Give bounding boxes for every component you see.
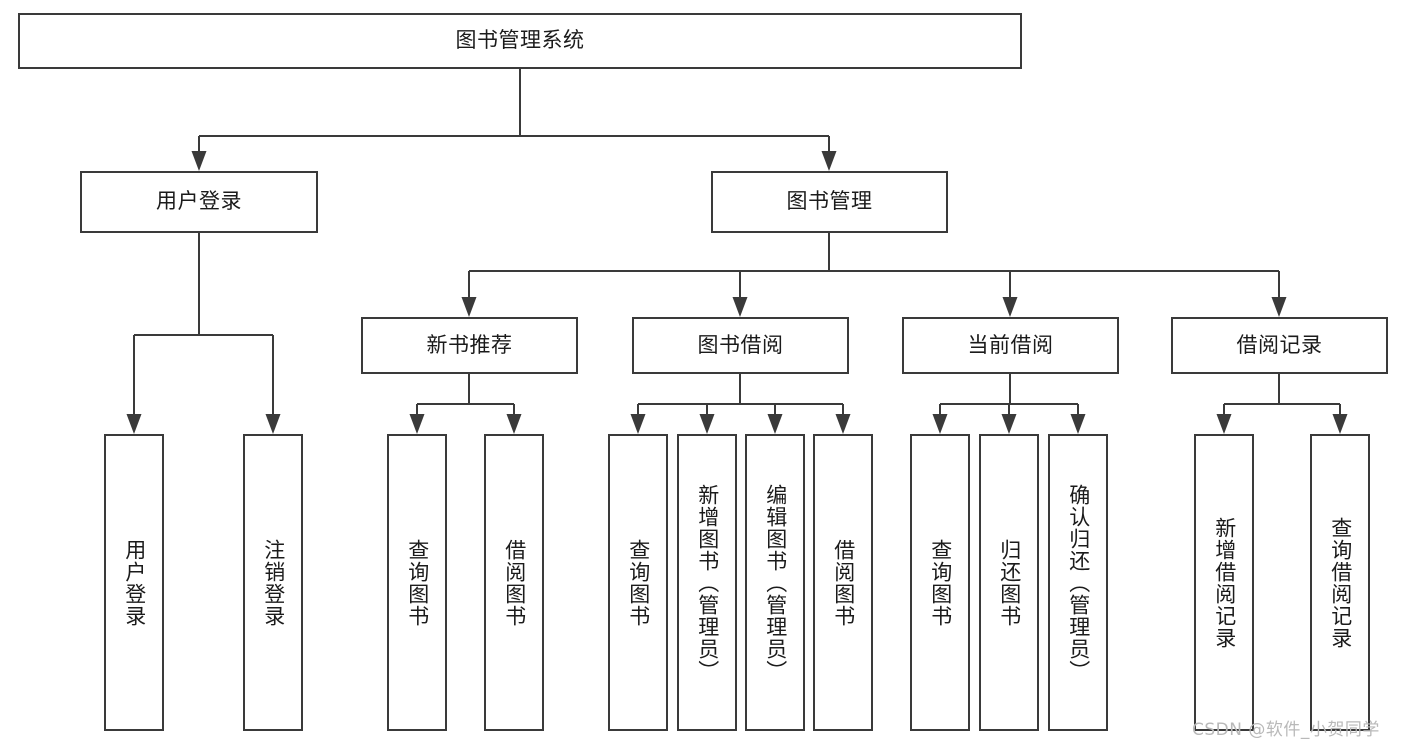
node-leaf-query-record[interactable]: 查询借阅记录 <box>1310 434 1370 731</box>
node-label: 图书管理系统 <box>455 28 585 53</box>
node-leaf-query-book-3[interactable]: 查询图书 <box>910 434 970 731</box>
node-new-book-rec[interactable]: 新书推荐 <box>361 317 578 374</box>
node-label: 图书借阅 <box>697 332 784 357</box>
node-book-manage[interactable]: 图书管理 <box>711 171 948 233</box>
node-leaf-confirm-return[interactable]: 确认归还（管理员） <box>1048 434 1108 731</box>
node-label: 查询图书 <box>626 538 651 627</box>
arrowhead-book-borrow-branch-2 <box>767 414 783 434</box>
node-label: 当前借阅 <box>967 332 1054 357</box>
node-leaf-query-book-1[interactable]: 查询图书 <box>387 434 447 731</box>
arrowhead-current-borrow-branch-0 <box>932 414 948 434</box>
arrowhead-book-borrow-branch-0 <box>630 414 646 434</box>
node-label: 图书管理 <box>786 189 873 214</box>
node-leaf-add-book[interactable]: 新增图书（管理员） <box>677 434 737 731</box>
arrowhead-user-login-branch-1 <box>265 414 281 434</box>
node-label: 查询图书 <box>928 538 953 627</box>
arrowhead-new-book-rec-branch-1 <box>506 414 522 434</box>
node-leaf-edit-book[interactable]: 编辑图书（管理员） <box>745 434 805 731</box>
arrowhead-current-borrow-branch-2 <box>1070 414 1086 434</box>
node-leaf-add-record[interactable]: 新增借阅记录 <box>1194 434 1254 731</box>
node-label: 编辑图书（管理员） <box>763 483 788 682</box>
node-label: 用户登录 <box>122 538 147 627</box>
node-label: 查询图书 <box>405 538 430 627</box>
node-leaf-query-book-2[interactable]: 查询图书 <box>608 434 668 731</box>
arrowhead-book-manage-branch-3 <box>1271 297 1287 317</box>
node-root[interactable]: 图书管理系统 <box>18 13 1022 69</box>
node-label: 归还图书 <box>997 538 1022 627</box>
node-current-borrow[interactable]: 当前借阅 <box>902 317 1119 374</box>
arrowhead-book-borrow-branch-3 <box>835 414 851 434</box>
node-leaf-borrow-book-2[interactable]: 借阅图书 <box>813 434 873 731</box>
node-user-login[interactable]: 用户登录 <box>80 171 318 233</box>
node-label: 新书推荐 <box>426 332 513 357</box>
arrowhead-book-manage-branch-1 <box>732 297 748 317</box>
node-leaf-user-login[interactable]: 用户登录 <box>104 434 164 731</box>
node-label: 借阅记录 <box>1236 332 1323 357</box>
node-label: 查询借阅记录 <box>1328 516 1353 649</box>
arrowhead-current-borrow-branch-1 <box>1001 414 1017 434</box>
node-label: 新增图书（管理员） <box>695 483 720 682</box>
arrowhead-book-manage-branch-2 <box>1002 297 1018 317</box>
arrowhead-borrow-record-branch-0 <box>1216 414 1232 434</box>
node-label: 借阅图书 <box>831 538 856 627</box>
node-label: 注销登录 <box>261 538 286 627</box>
node-label: 借阅图书 <box>502 538 527 627</box>
node-book-borrow[interactable]: 图书借阅 <box>632 317 849 374</box>
arrowhead-user-login-branch-0 <box>126 414 142 434</box>
arrowhead-borrow-record-branch-1 <box>1332 414 1348 434</box>
arrowhead-book-borrow-branch-1 <box>699 414 715 434</box>
node-label: 用户登录 <box>156 189 242 214</box>
arrowhead-root-branch-1 <box>821 151 837 171</box>
node-leaf-return-book[interactable]: 归还图书 <box>979 434 1039 731</box>
arrowhead-root-branch-0 <box>191 151 207 171</box>
node-borrow-record[interactable]: 借阅记录 <box>1171 317 1388 374</box>
arrowhead-book-manage-branch-0 <box>461 297 477 317</box>
arrowhead-new-book-rec-branch-0 <box>409 414 425 434</box>
node-label: 确认归还（管理员） <box>1066 483 1091 682</box>
connectors-group <box>126 69 1348 434</box>
node-leaf-borrow-book-1[interactable]: 借阅图书 <box>484 434 544 731</box>
csdn-watermark: CSDN @软件_小贺同学 <box>1192 720 1380 740</box>
node-leaf-logout[interactable]: 注销登录 <box>243 434 303 731</box>
node-label: 新增借阅记录 <box>1212 516 1237 649</box>
